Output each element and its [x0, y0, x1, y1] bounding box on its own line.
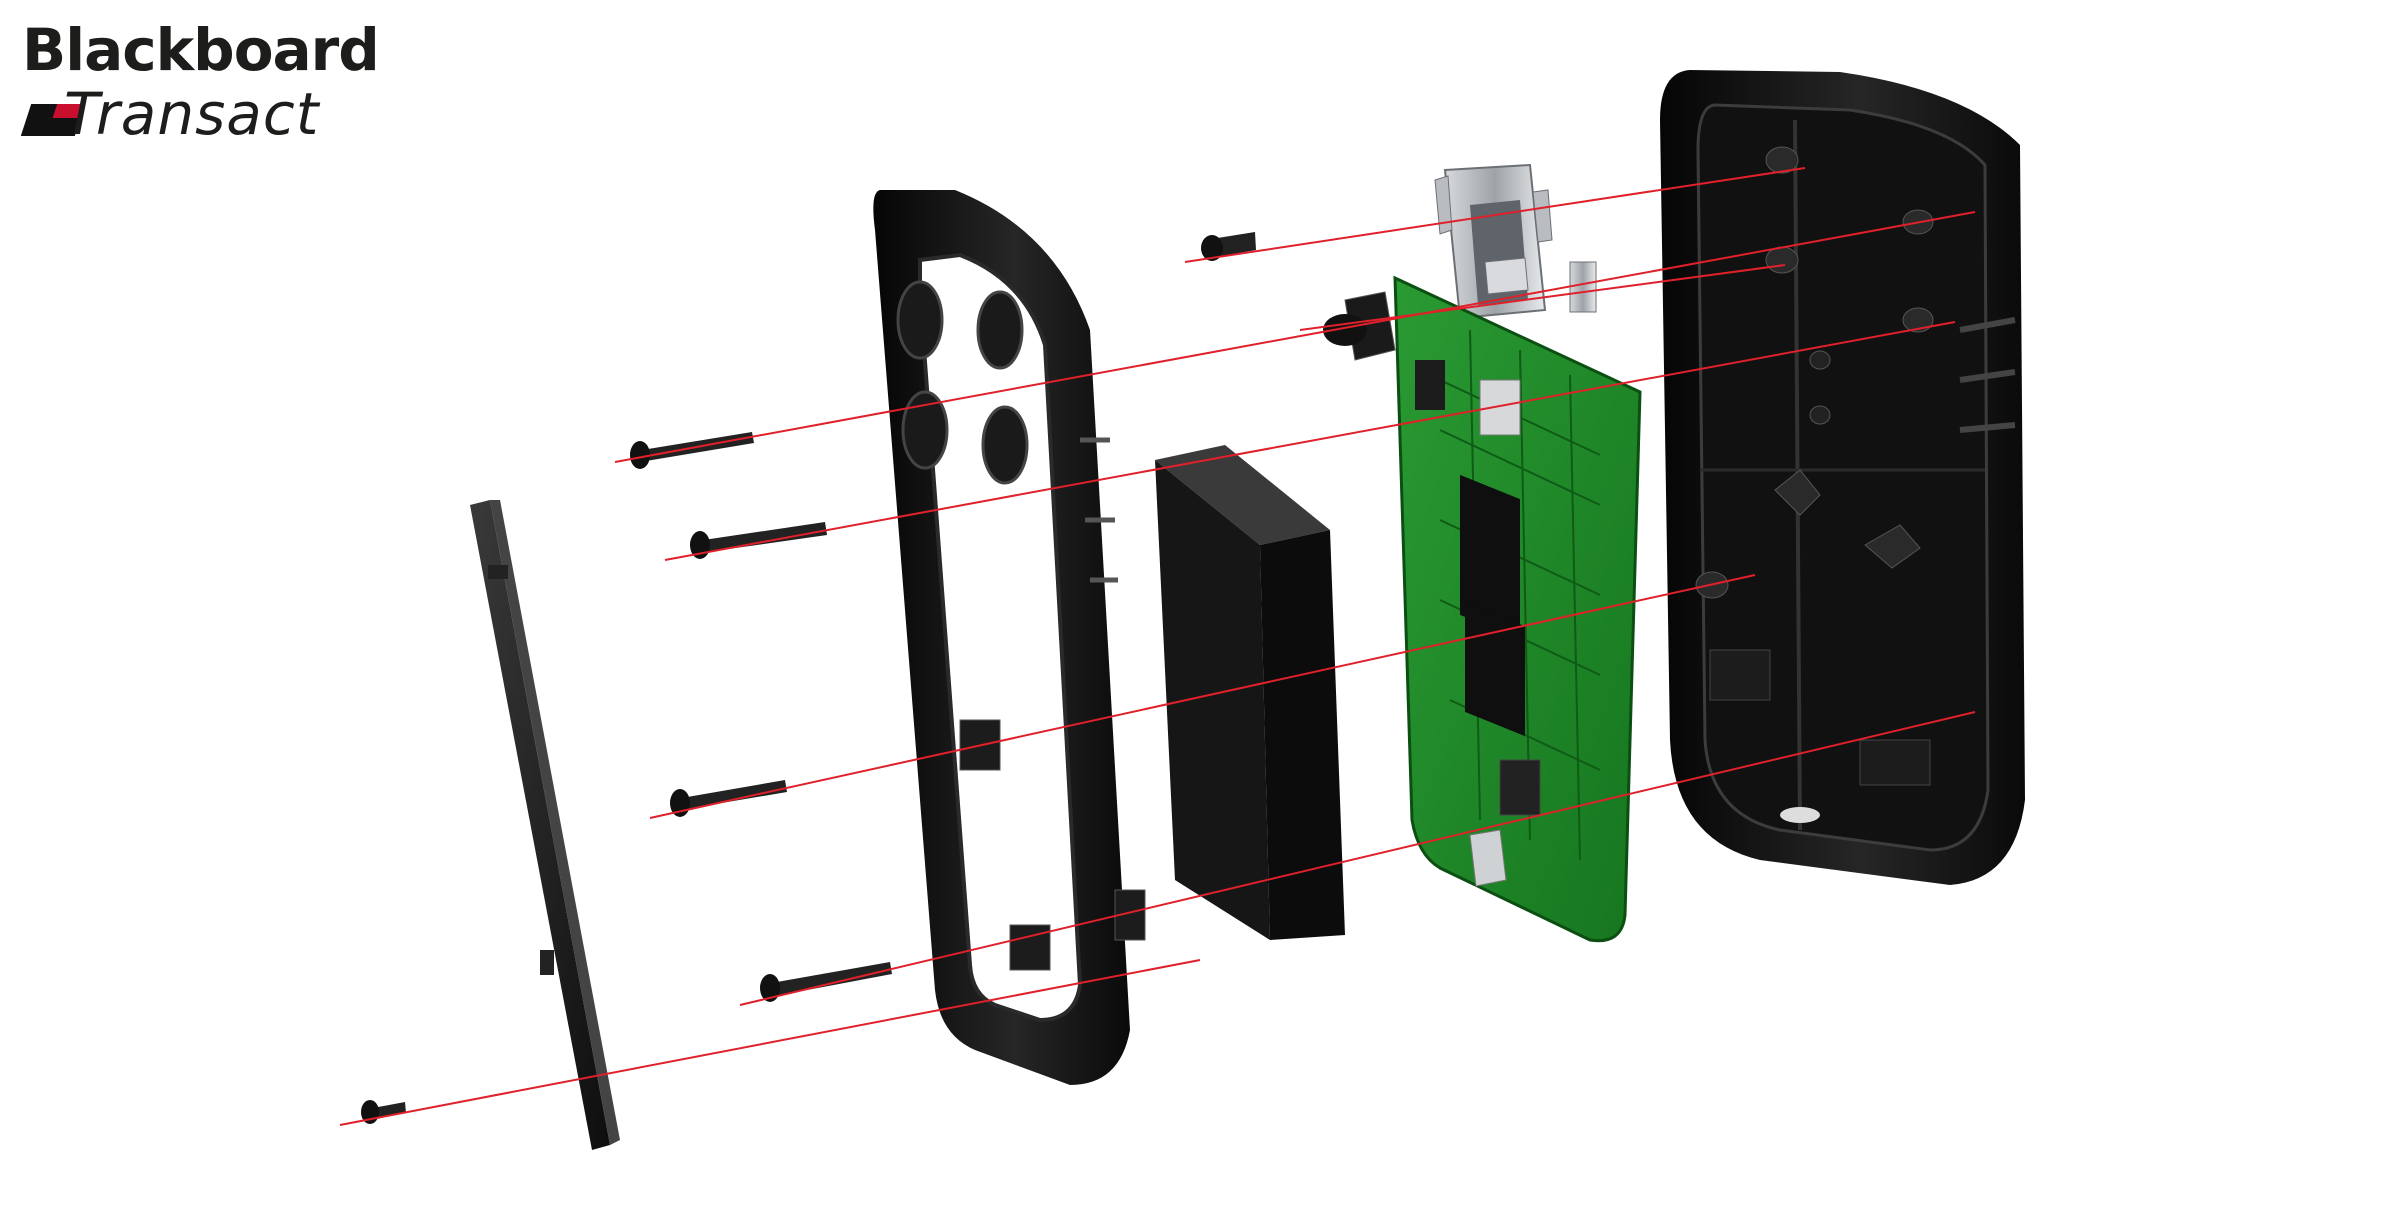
leader-line — [339, 959, 1201, 1126]
circuit-board — [1393, 275, 1642, 943]
screw — [630, 432, 754, 469]
leader-line — [664, 321, 1956, 561]
leader-line — [1299, 264, 1786, 331]
rear-housing — [1660, 70, 2025, 885]
brand-name-line2: Transact — [64, 80, 320, 148]
screw — [690, 522, 827, 559]
battery-pack — [1155, 445, 1345, 940]
back-plate — [470, 500, 620, 1150]
usb-connector — [1434, 163, 1597, 320]
front-bezel-frame — [873, 190, 1146, 1085]
circuit-board-connectors — [1323, 291, 1507, 887]
leader-line — [1184, 167, 1806, 263]
rear-housing-bosses — [1695, 146, 1934, 599]
leader-line — [614, 211, 1976, 463]
screw — [1201, 232, 1256, 261]
leader-line — [739, 711, 1976, 1006]
screw — [670, 780, 787, 817]
brand-name-line1: Blackboard — [22, 16, 380, 84]
screw — [760, 962, 892, 1002]
leader-line — [649, 574, 1756, 819]
brand-logo: Blackboard Transact — [20, 16, 382, 144]
assembly-leader-lines — [339, 167, 1976, 1126]
